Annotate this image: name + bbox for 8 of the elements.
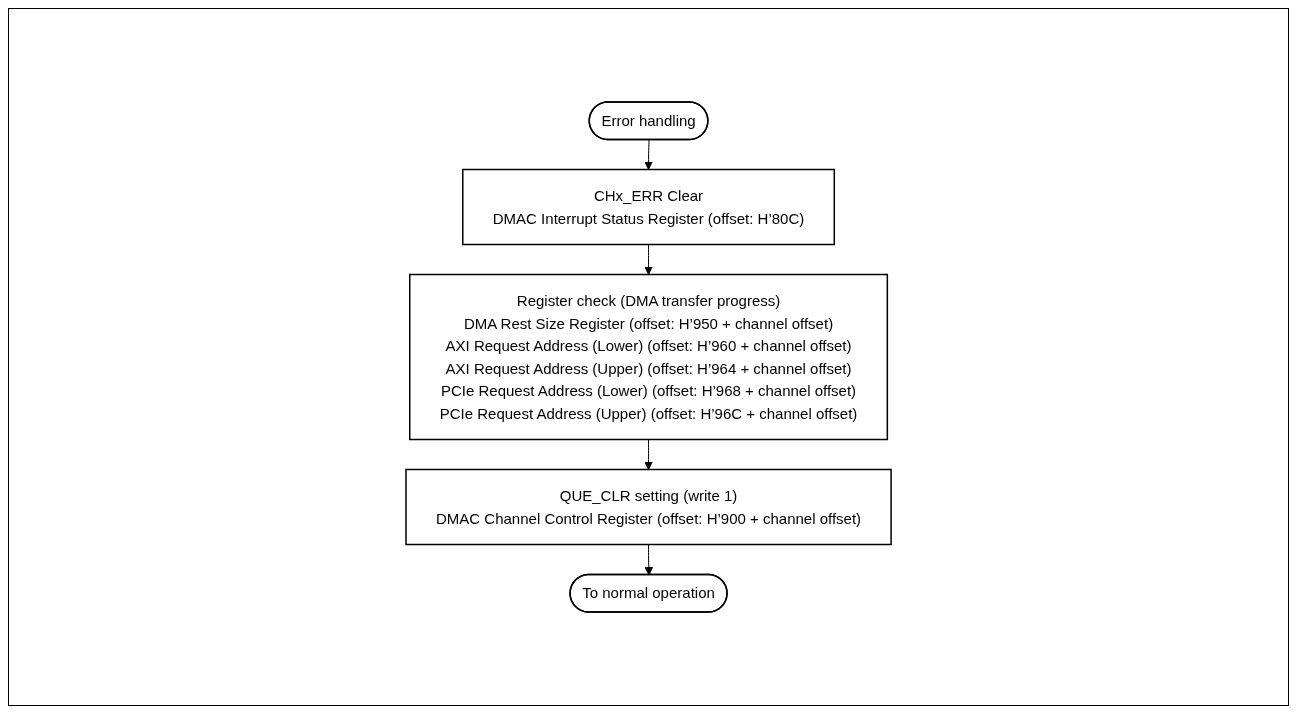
diagram-frame: Error handling CHx_ERR Clear DMAC Interrupt Status Register (offset: H’80C) Register check (DMA transfer progress) DMA Rest Size Register (offset: H’950 + channel offset) AXI Request Address (Lower) (offset: H’960 + channel offset) AXI Request Address (Upper) (offset: H’964 + channel offset) PCIe Request Address (Lower) (offset: H’968 + channel offset) PCIe Request Address (Upper) (offset: H’96C + channel offset) QUE_CLR setting (write 1) DMAC Channel Control Register (offset: H’900 + channel offset) To normal operation [8, 8, 1289, 706]
node-box [408, 273, 889, 441]
arrow [644, 544, 654, 576]
arrow [644, 439, 653, 470]
arrow [644, 244, 653, 275]
node-box [462, 168, 835, 246]
node-box [405, 468, 892, 546]
arrow [644, 139, 653, 170]
